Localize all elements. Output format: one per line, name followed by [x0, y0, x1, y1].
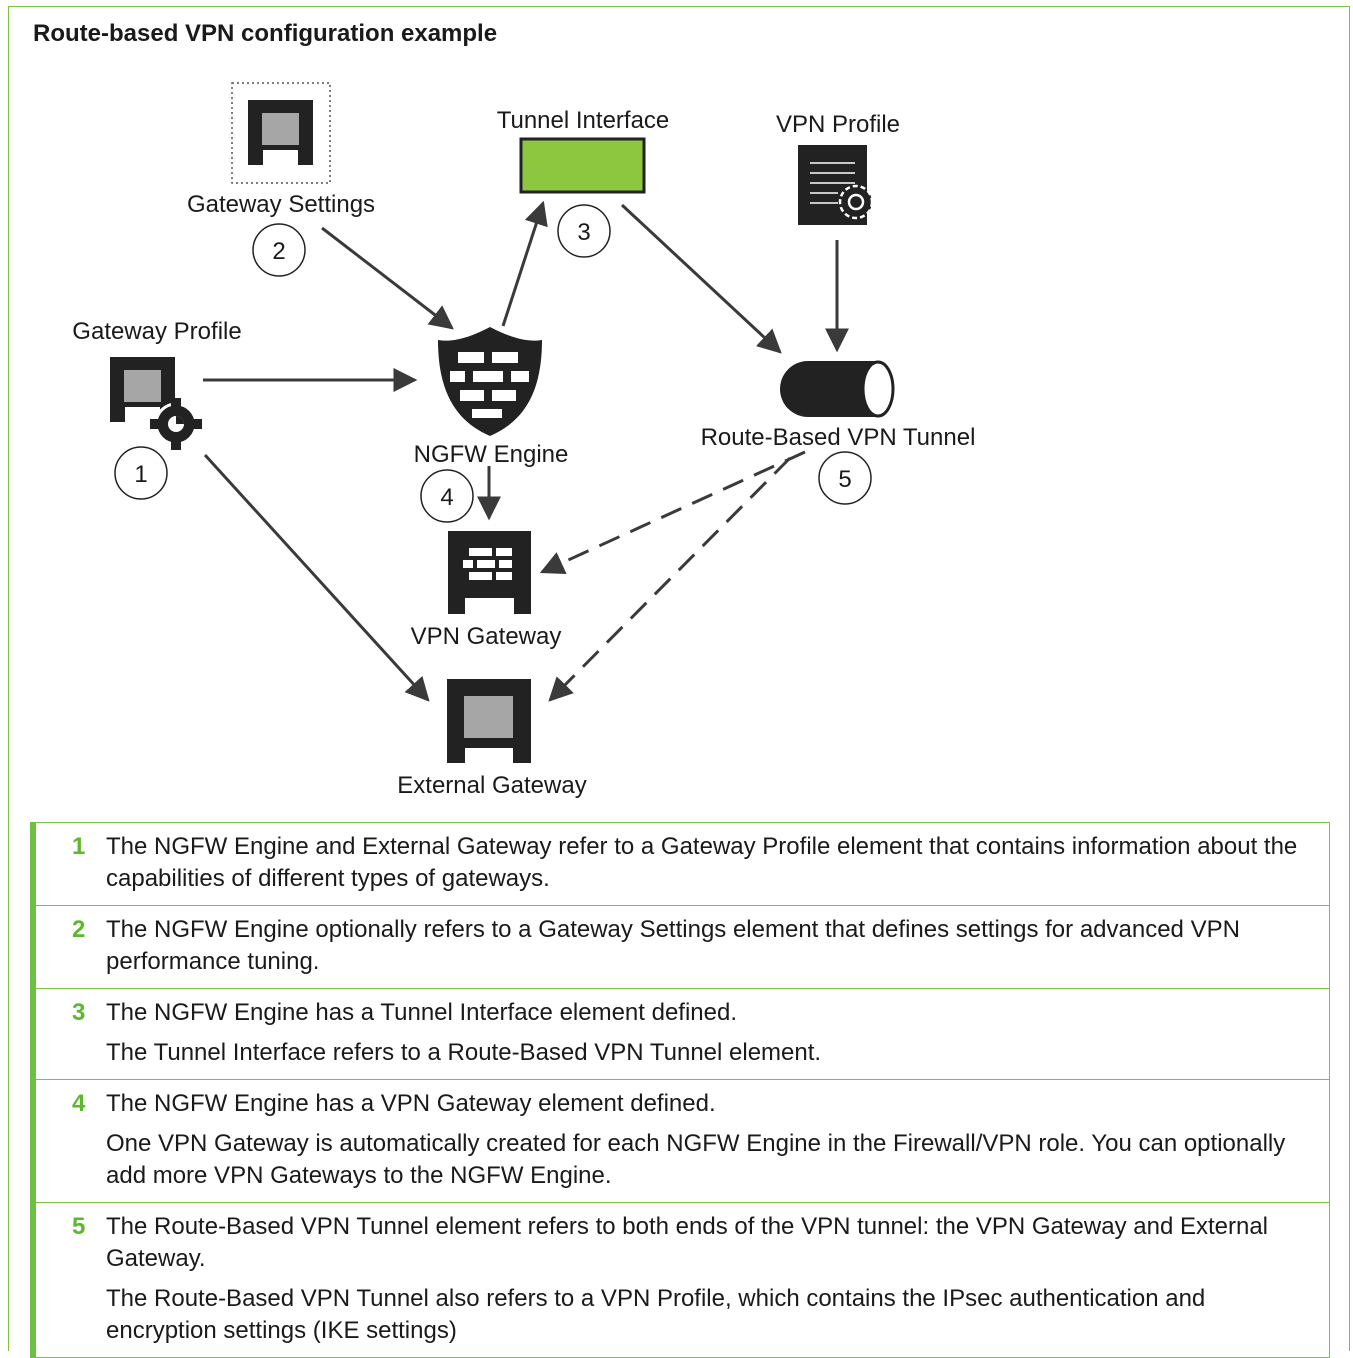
gateway-settings-icon [231, 82, 331, 184]
legend-row: 5 The Route-Based VPN Tunnel element ref… [36, 1202, 1329, 1357]
tunnel-interface-label: Tunnel Interface [497, 107, 670, 134]
legend-number: 5 [72, 1213, 86, 1240]
legend-text: The NGFW Engine has a VPN Gateway elemen… [106, 1090, 716, 1117]
gateway-profile-icon [110, 357, 202, 450]
vpn-profile-label: VPN Profile [776, 111, 900, 138]
tunnel-pipe-icon [780, 360, 895, 418]
legend-text: The NGFW Engine and External Gateway ref… [106, 833, 1298, 892]
legend-number: 4 [72, 1090, 86, 1117]
ngfw-engine-label: NGFW Engine [414, 441, 569, 468]
step-markers: 1 2 3 4 5 [114, 204, 872, 523]
external-gateway-icon [447, 679, 531, 763]
diagram: Gateway Settings Tunnel Interface VPN Pr… [72, 82, 976, 799]
legend-number: 3 [72, 999, 86, 1026]
legend-row: 4 The NGFW Engine has a VPN Gateway elem… [36, 1079, 1329, 1202]
vpn-profile-icon [798, 145, 874, 225]
edge-route-tunnel-to-vpn-gateway [539, 450, 806, 574]
legend-text: The NGFW Engine has a Tunnel Interface e… [106, 999, 738, 1026]
marker-5: 5 [838, 466, 851, 493]
edge-tunnel-interface-to-route-tunnel [620, 203, 782, 354]
legend-number: 2 [72, 916, 86, 943]
firewall-shield-icon [438, 327, 542, 436]
vpn-gateway-label: VPN Gateway [411, 623, 562, 650]
edge-route-tunnel-to-external-gateway [548, 456, 792, 702]
legend-row: 3 The NGFW Engine has a Tunnel Interface… [36, 988, 1329, 1079]
tunnel-interface-icon [519, 137, 646, 194]
legend-extra-text: The Route-Based VPN Tunnel also refers t… [106, 1285, 1206, 1344]
edge-gateway-profile-to-external-gateway [203, 453, 430, 702]
legend-text: The NGFW Engine optionally refers to a G… [106, 916, 1240, 975]
gateway-profile-label: Gateway Profile [72, 318, 241, 345]
legend-extra-text: One VPN Gateway is automatically created… [106, 1130, 1286, 1189]
legend-extra-text: The Tunnel Interface refers to a Route-B… [106, 1039, 822, 1066]
gateway-settings-label: Gateway Settings [187, 191, 375, 218]
legend-text: The Route-Based VPN Tunnel element refer… [106, 1213, 1268, 1272]
edges [203, 200, 849, 702]
legend-row: 1 The NGFW Engine and External Gateway r… [36, 823, 1329, 905]
legend-number: 1 [72, 833, 86, 860]
external-gateway-label: External Gateway [397, 772, 586, 799]
figure-frame [8, 6, 1350, 1351]
vpn-gateway-icon [448, 531, 531, 614]
route-based-tunnel-label: Route-Based VPN Tunnel [701, 424, 976, 451]
marker-1: 1 [134, 461, 147, 488]
legend-table: 1 The NGFW Engine and External Gateway r… [30, 822, 1330, 1358]
marker-4: 4 [440, 484, 453, 511]
edge-gateway-settings-to-engine [321, 226, 454, 330]
edge-engine-to-tunnel-interface [501, 200, 548, 327]
figure-title: Route-based VPN configuration example [33, 20, 498, 47]
marker-3: 3 [577, 219, 590, 246]
legend-row: 2 The NGFW Engine optionally refers to a… [36, 905, 1329, 988]
marker-2: 2 [272, 238, 285, 265]
